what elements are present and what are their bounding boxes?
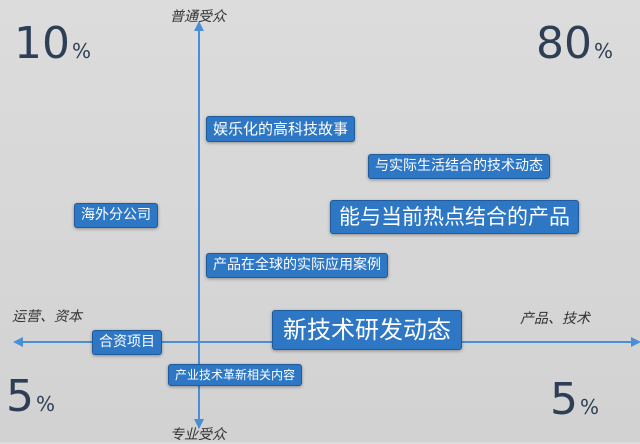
item-box-rd-news: 新技术研发动态	[272, 310, 462, 351]
item-box-overseas-branch: 海外分公司	[74, 203, 158, 228]
axis-left-label: 运营、资本	[12, 309, 82, 325]
percent-top-left: 10%	[14, 22, 91, 66]
percent-bottom-left-unit: %	[36, 392, 56, 416]
percent-top-right: 80%	[536, 22, 613, 66]
item-box-entertainment-tech-stories: 娱乐化的高科技故事	[206, 116, 356, 143]
item-box-joint-venture: 合资项目	[92, 330, 162, 355]
item-box-global-application-cases: 产品在全球的实际应用案例	[206, 253, 388, 278]
item-box-hot-topic-products: 能与当前热点结合的产品	[330, 200, 579, 235]
percent-bottom-right-unit: %	[580, 395, 600, 419]
percent-top-left-unit: %	[72, 39, 92, 63]
percent-bottom-left-value: 5	[6, 371, 34, 422]
axis-bottom-label: 专业受众	[170, 427, 226, 443]
item-box-industry-innovation: 产业技术革新相关内容	[168, 364, 303, 387]
percent-top-right-unit: %	[594, 39, 614, 63]
percent-bottom-left: 5%	[6, 375, 55, 419]
percent-bottom-right: 5%	[550, 378, 599, 422]
percent-top-right-value: 80	[536, 18, 592, 69]
axis-right-label: 产品、技术	[520, 311, 590, 327]
axis-top-label: 普通受众	[170, 9, 226, 25]
item-box-real-life-tech-news: 与实际生活结合的技术动态	[368, 154, 550, 179]
percent-bottom-right-value: 5	[550, 374, 578, 425]
percent-top-left-value: 10	[14, 18, 70, 69]
